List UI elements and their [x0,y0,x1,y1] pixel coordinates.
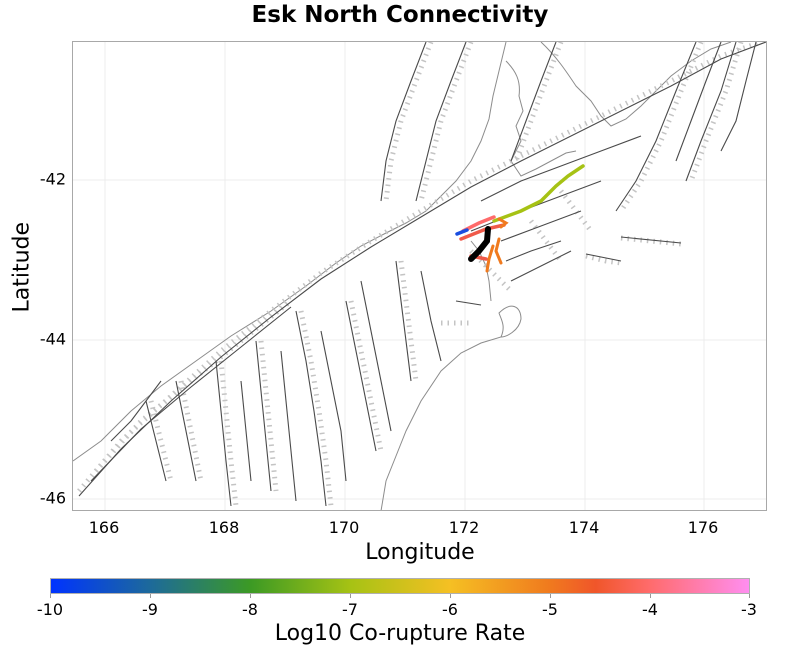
colorbar-tick-mark [150,594,151,598]
x-tick: 168 [208,518,240,537]
y-tick: -46 [39,488,66,508]
x-tick: 174 [568,518,600,537]
colorbar-tick-mark [350,594,351,598]
esk-north-source[interactable] [468,226,491,262]
coastline [73,42,732,510]
y-tick: -44 [39,329,66,349]
colorbar-tick: -6 [442,600,458,619]
y-tick: -42 [39,169,66,189]
segment-green[interactable] [492,164,585,223]
x-tick: 176 [687,518,719,537]
map-plot-area[interactable] [72,41,767,511]
x-tick: 172 [448,518,480,537]
colorbar-tick: -3 [741,600,757,619]
colorbar-tick-mark [650,594,651,598]
colorbar-tick-mark [749,594,750,598]
colorbar-tick-mark [450,594,451,598]
segment-orange-2[interactable] [494,237,503,265]
colorbar-tick-mark [250,594,251,598]
y-axis-label: Latitude [9,221,35,313]
co-rupture-segments [455,164,585,273]
colorbar-tick: -8 [242,600,258,619]
colorbar-tick: -10 [36,600,64,619]
colorbar-tick: -4 [642,600,658,619]
segment-orange-3[interactable] [485,244,495,273]
x-axis-label: Longitude [365,540,475,565]
fault-section-outlines [77,42,762,507]
segment-orange-1[interactable] [497,217,509,229]
colorbar-tick-mark [550,594,551,598]
chart-title: Esk North Connectivity [251,2,549,28]
map-canvas [73,42,766,510]
x-tick: 166 [88,518,120,537]
colorbar-tick-mark [50,594,51,598]
gridlines [73,42,766,510]
x-tick: 170 [328,518,360,537]
fault-traces [78,42,766,507]
colorbar [50,578,750,594]
segment-blue[interactable] [455,228,469,236]
segment-salmon[interactable] [461,215,496,233]
colorbar-tick: -9 [142,600,158,619]
colorbar-label: Log10 Co-rupture Rate [274,621,526,646]
colorbar-tick: -7 [342,600,358,619]
colorbar-tick: -5 [542,600,558,619]
